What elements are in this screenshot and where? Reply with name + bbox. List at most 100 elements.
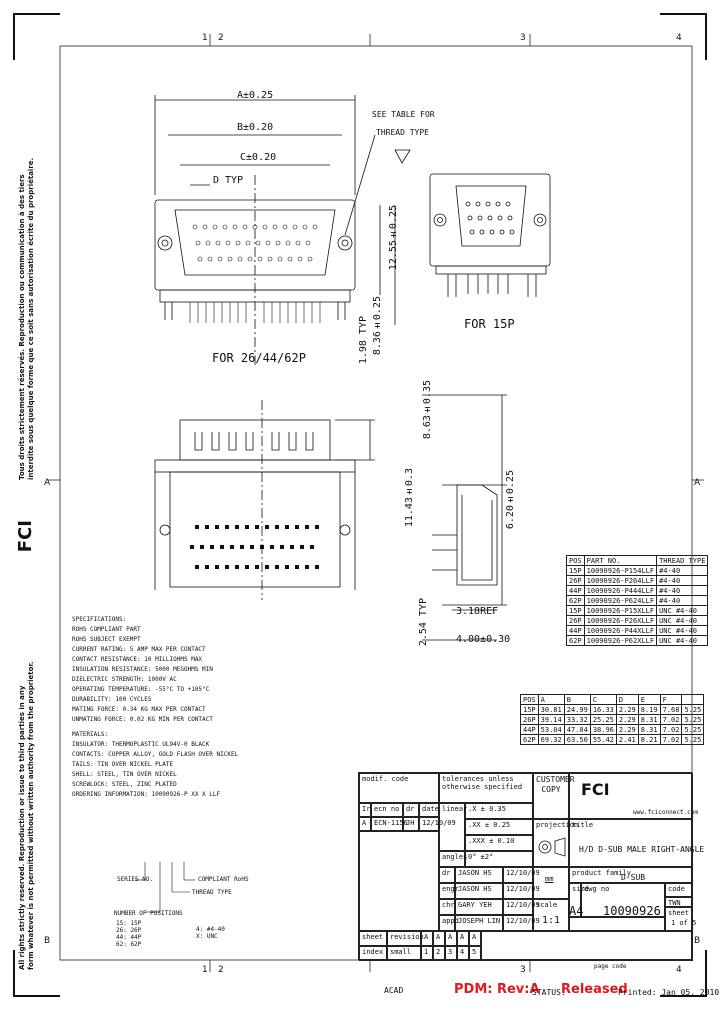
dim-4-00-label: 4.00±0.30 [456, 634, 511, 645]
cell: #4-40 [656, 575, 709, 586]
side-text-3: Tous droits strictement réservés. Reprod… [18, 174, 26, 480]
cell: 10090926-P62XLLF [583, 635, 658, 646]
list-item: 4: #4-40 [196, 926, 225, 933]
view-15p-drawing [429, 173, 551, 297]
rev-letter-1: A [421, 931, 433, 946]
cell: 44P [520, 724, 539, 735]
cell: 8.31 [637, 724, 661, 735]
sheet-num-1: 1 [421, 946, 433, 961]
cell: 8.19 [637, 704, 661, 715]
engr-label: engr [439, 883, 459, 899]
tol-2: .XX ± 0.25 [465, 819, 533, 835]
spec-line: INSULATION RESISTANCE: 5000 MEGOHMS MIN [72, 666, 213, 673]
cell: 8.21 [637, 734, 661, 745]
dim-6-20-label: 6.20±0.25 [505, 470, 516, 530]
size-value: A4 [569, 904, 584, 918]
cell: 5.25 [681, 714, 705, 725]
cell: 44P [566, 585, 585, 596]
appd-label: appd [439, 915, 459, 931]
dim-c-label: C±0.20 [240, 152, 277, 163]
grid-col-2-bottom: 2 [218, 965, 224, 975]
cell: 2.29 [615, 724, 639, 735]
side-text-4: interdite sous quelque forme que ce soit… [27, 157, 35, 480]
dim-8-63-label: 8.63±0.35 [422, 380, 433, 440]
dim-header-e: E [637, 694, 661, 705]
cell: 5.25 [681, 724, 705, 735]
logo-cell [569, 773, 693, 819]
cell: 7.02 [659, 714, 683, 725]
spec-line: DURABILITY: 100 CYCLES [72, 696, 152, 703]
tol-3: .XXX ± 0.10 [465, 835, 533, 851]
units-label: mm [545, 875, 554, 883]
dim-header-pos: POS [520, 694, 539, 705]
date-col-header: date [419, 803, 439, 817]
grid-col-1-bottom: 1 [202, 965, 208, 975]
thread-table-header: POS PART NO. THREAD TYPE [566, 555, 709, 566]
cell: 26P [566, 615, 585, 626]
rev-blank-area [359, 831, 439, 931]
scale-value: 1:1 [542, 915, 561, 926]
cell: 7.02 [659, 724, 683, 735]
grid-row-b-right: B [694, 936, 701, 946]
scale-label: scale [533, 899, 569, 931]
side-logo: FCI [15, 520, 36, 553]
cell: 38.96 [589, 724, 617, 735]
rev-row-ecn: ECN-1156 [371, 817, 408, 831]
spec-line: DIELECTRIC STRENGTH: 1000V AC [72, 676, 177, 683]
cell: UNC #4-40 [656, 625, 709, 636]
cell: 15P [566, 605, 585, 616]
dr-date: 12/10/09 [503, 867, 540, 883]
side-view-drawing [422, 394, 507, 641]
cell: UNC #4-40 [656, 605, 709, 616]
index-row-label: index [359, 946, 387, 961]
appd-date: 12/10/09 [503, 915, 540, 931]
product-family-value: D-SUB [621, 873, 646, 882]
size-label: size [569, 883, 589, 917]
cell: 2.29 [615, 704, 639, 715]
sheet-num-2: 2 [433, 946, 445, 961]
ordering-series: SERIES NO. [117, 876, 154, 883]
grid-col-4-top: 4 [676, 33, 682, 43]
dim-header-f: F [659, 694, 683, 705]
rev-row-dr: JH [403, 817, 419, 831]
rev-row-rev: A [359, 817, 371, 831]
front-view-drawing [154, 95, 411, 365]
grid-row-a-left: A [44, 478, 51, 488]
spec-line: UNMATING FORCE: 0.02 KG MIN PER CONTACT [72, 716, 213, 723]
cell: 10090926-P15XLLF [583, 605, 658, 616]
dim-8-36-label: 8.36±0.25 [372, 296, 383, 356]
dim-header-d: D [615, 694, 639, 705]
pdm-revision: PDM: Rev:A [454, 982, 540, 997]
dim-3-18-label: 3.18REF [456, 606, 499, 617]
cell: 7.68 [659, 704, 683, 715]
cell: 62P [520, 734, 539, 745]
spec-line: ORDERING INFORMATION: 10090926-P XX X LL… [72, 791, 221, 798]
chk-label: chr [439, 899, 455, 915]
revision-row-label: revision [387, 931, 424, 946]
ordering-pos-list: 15: 15P 26: 26P 44: 44P 62: 62P [116, 920, 141, 948]
dim-header-c: C [589, 694, 617, 705]
sheet-num-4: 4 [457, 946, 469, 961]
spec-line: CONTACTS: COPPER ALLOY, GOLD FLASH OVER … [72, 751, 239, 758]
cell: 15P [566, 565, 585, 576]
cell: 10090926-P444LLF [583, 585, 658, 596]
view-15p-label: FOR 15P [464, 317, 515, 331]
dim-b-label: B±0.20 [237, 122, 274, 133]
spec-line: SHELL: STEEL, TIN OVER NICKEL [72, 771, 177, 778]
dwg-label: dwg no [581, 883, 665, 917]
spec-line: MATING FORCE: 0.34 KG MAX PER CONTACT [72, 706, 206, 713]
sheet-num-3: 3 [445, 946, 457, 961]
chk-name: GARY YEH [455, 899, 503, 915]
cell: 8.31 [637, 714, 661, 725]
dr-name: JASON HS [455, 867, 503, 883]
grid-col-4-bottom: 4 [676, 965, 682, 975]
cell: 55.42 [589, 734, 617, 745]
cell: 33.32 [563, 714, 591, 725]
dim-2-54-label: 2.54 TYP [418, 598, 429, 647]
